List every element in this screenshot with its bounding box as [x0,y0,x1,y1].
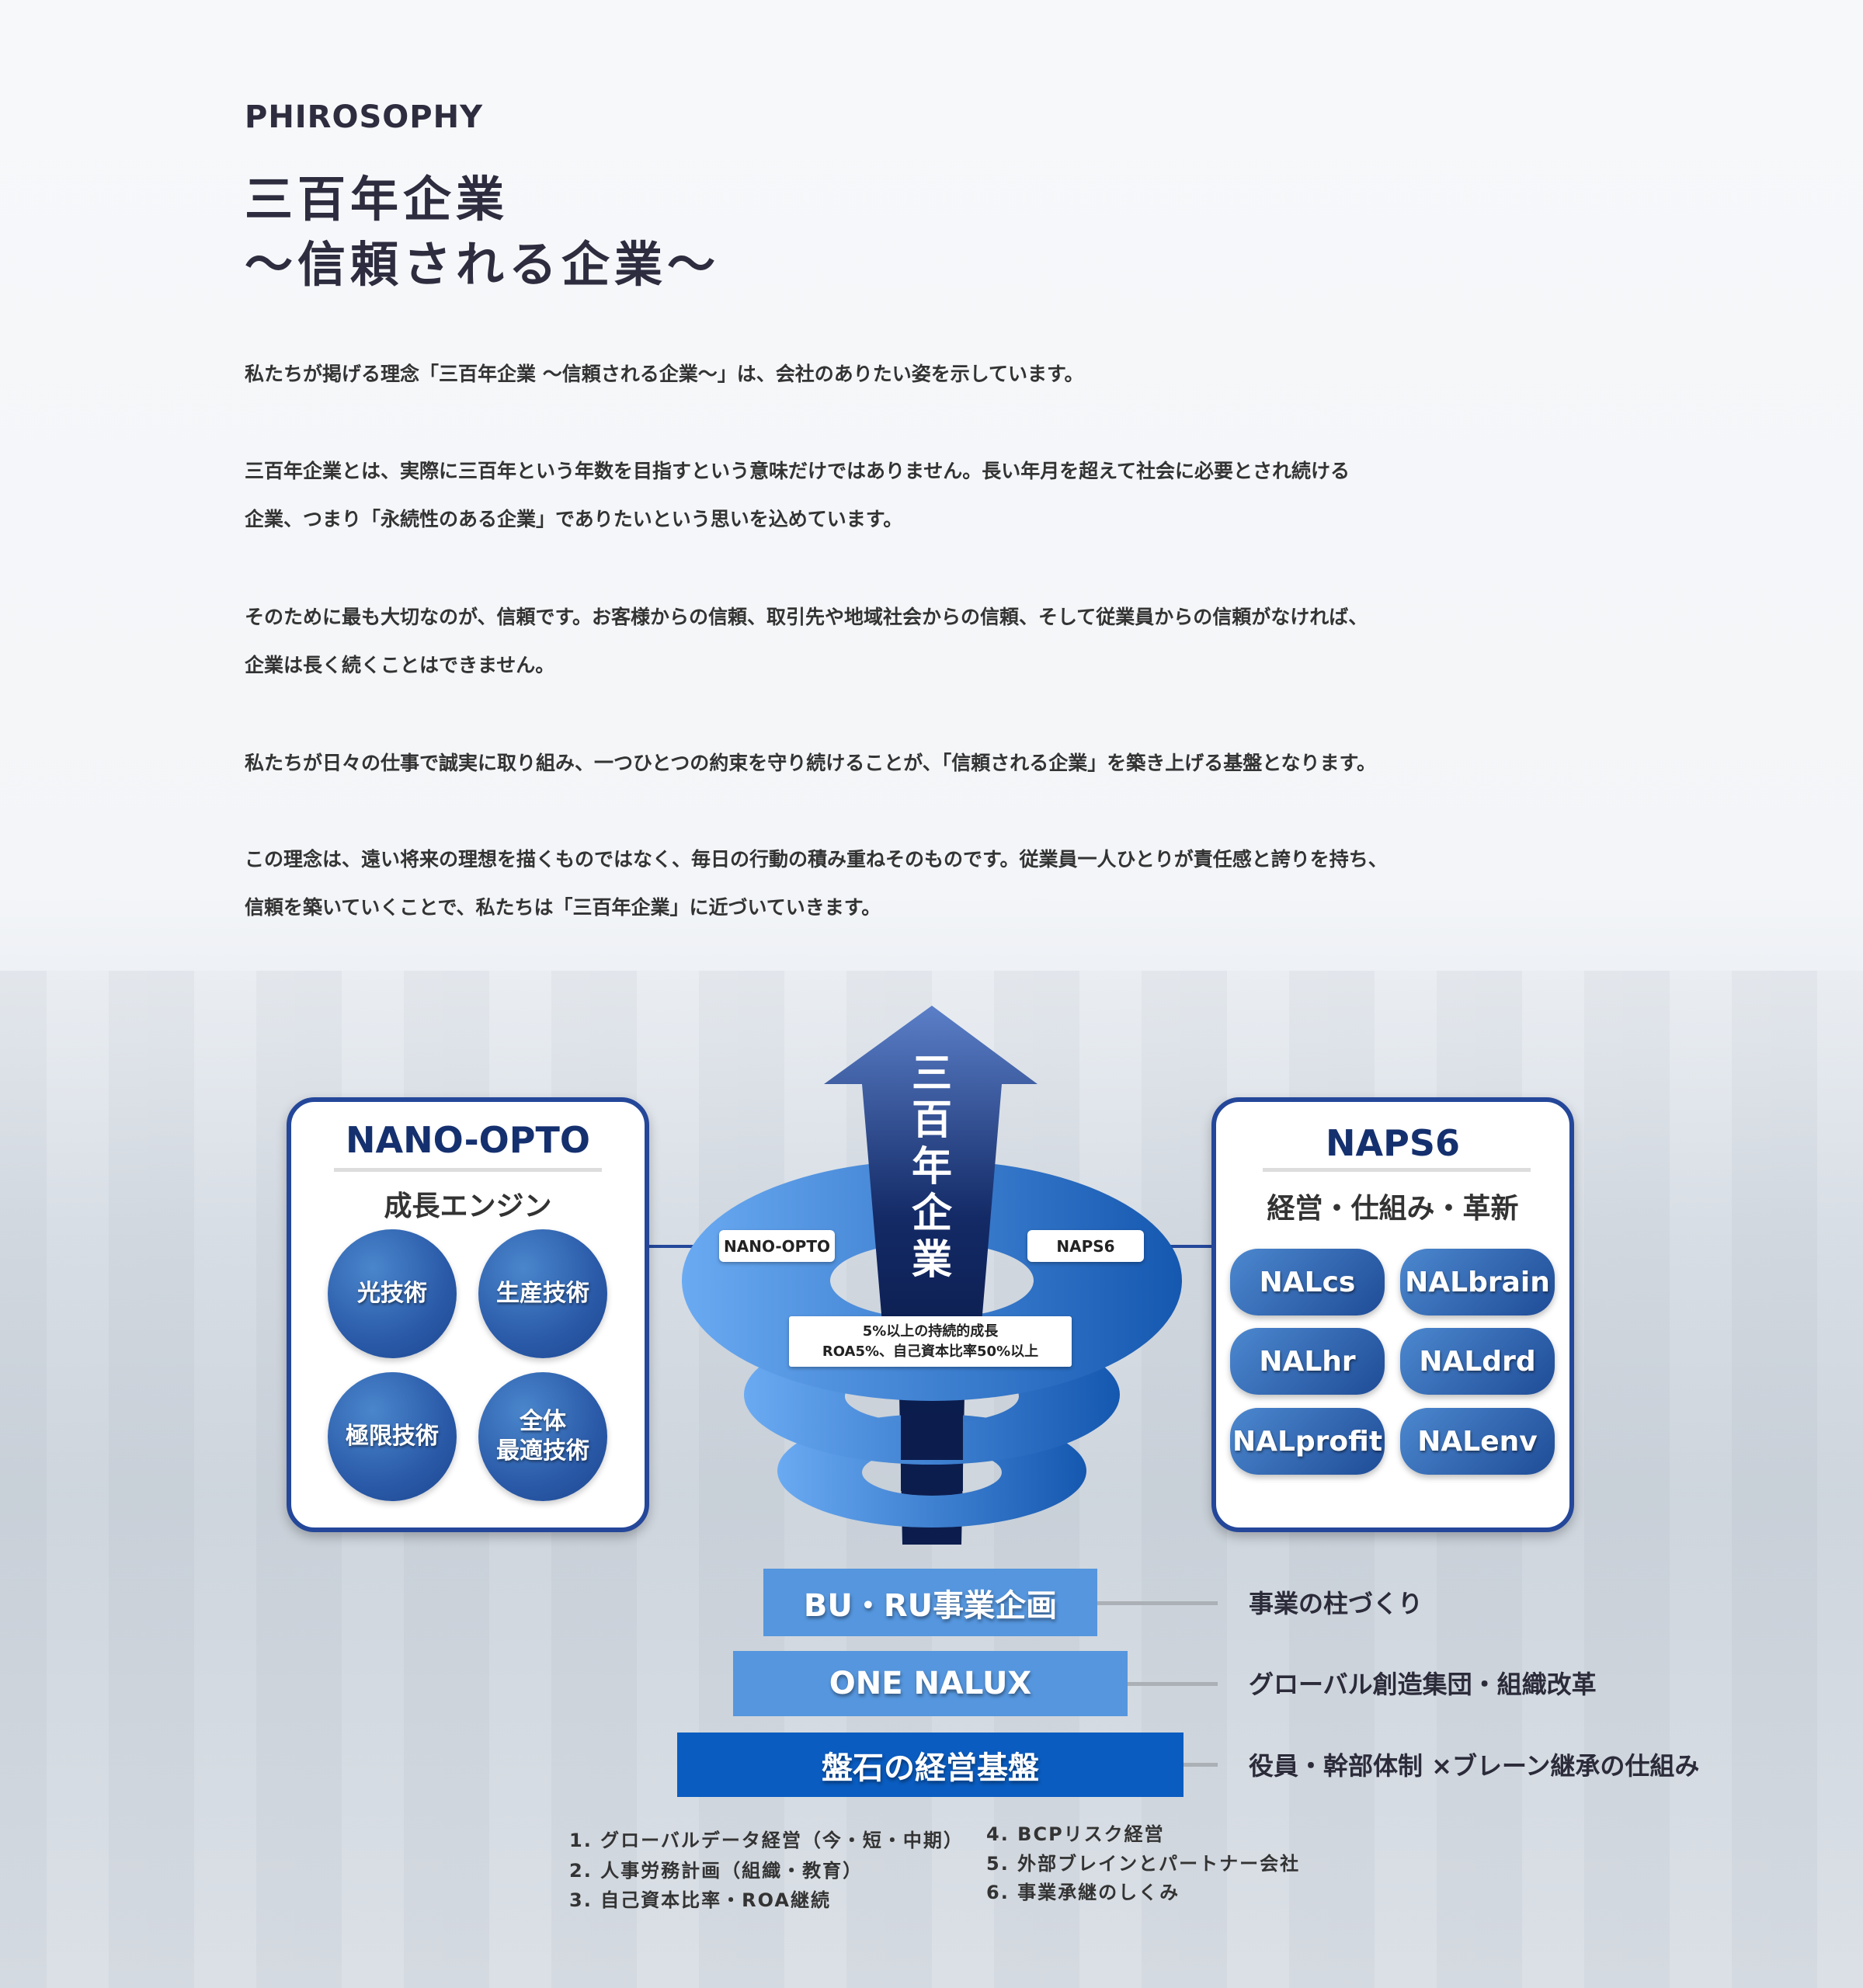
naps-pill: NALbrain [1400,1249,1555,1315]
layer-foundation: 盤石の経営基盤 [677,1733,1183,1797]
list-item: 2. 人事労務計画（組織・教育） [569,1860,864,1882]
left-connector [649,1245,727,1248]
ring-tag-nano-opto: NANO-OPTO [719,1230,835,1262]
line: この理念は、遠い将来の理想を描くものではなく、毎日の行動の積み重ねそのものです。… [245,848,1388,871]
arrow-char: 三 [912,1051,952,1097]
line: 企業は長く続くことはできません。 [245,654,555,676]
paragraph-1: 私たちが掲げる理念「三百年企業 〜信頼される企業〜」は、会社のありたい姿を示して… [245,350,1642,398]
naps6-panel: NAPS6 経営・仕組み・革新 NALcs NALbrain NALhr NAL… [1211,1097,1574,1532]
growth-spiral-graphic: 三 百 年 企 業 [682,1006,1182,1545]
arrow-char: 業 [912,1237,952,1284]
title-line-1: 三百年企業 [245,171,509,228]
growth-target-label: 5%以上の持続的成長 ROA5%、自己資本比率50%以上 [789,1316,1072,1367]
line: 私たちが日々の仕事で誠実に取り組み、一つひとつの約束を守り続けることが、「信頼さ… [245,752,1377,774]
nano-opto-panel: NANO-OPTO 成長エンジン 光技術 生産技術 極限技術 全体 最適技術 [287,1097,649,1532]
list-item: 4. BCPリスク経営 [986,1823,1165,1845]
ring-tag-naps6: NAPS6 [1027,1230,1144,1262]
line: 企業、つまり「永続性のある企業」でありたいという思いを込めています。 [245,508,903,530]
tech-circle: 光技術 [328,1229,457,1358]
layer-description: 役員・幹部体制 ×ブレーン継承の仕組み [1249,1751,1700,1781]
tech-circle: 生産技術 [478,1229,607,1358]
paragraph-3: そのために最も大切なのが、信頼です。お客様からの信頼、取引先や地域社会からの信頼… [245,593,1642,690]
list-item: 5. 外部ブレインとパートナー会社 [986,1853,1301,1875]
list-item: 1. グローバルデータ経営（今・短・中期） [569,1830,964,1851]
line: 私たちが掲げる理念「三百年企業 〜信頼される企業〜」は、会社のありたい姿を示して… [245,363,1084,385]
paragraph-5: この理念は、遠い将来の理想を描くものではなく、毎日の行動の積み重ねそのものです。… [245,836,1642,932]
panel-subtitle: 経営・仕組み・革新 [1267,1193,1519,1225]
target-line-1: 5%以上の持続的成長 [862,1322,999,1340]
list-item: 3. 自己資本比率・ROA継続 [569,1889,831,1911]
naps-pill: NALenv [1400,1408,1555,1475]
list-item: 6. 事業承継のしくみ [986,1882,1180,1903]
panel-title: NANO-OPTO [346,1119,590,1161]
connector-line [1128,1682,1218,1686]
tech-circle: 極限技術 [328,1372,457,1501]
arrow-char: 企 [912,1190,953,1237]
panel-title: NAPS6 [1326,1122,1460,1164]
line: 信頼を築いていくことで、私たちは「三百年企業」に近づいていきます。 [245,896,881,919]
page-title: 三百年企業 〜信頼される企業〜 [245,167,720,297]
naps-pill: NALprofit [1230,1408,1385,1475]
arrow-char: 年 [912,1144,952,1190]
naps-pill: NALcs [1230,1249,1385,1315]
layer-description: 事業の柱づくり [1249,1589,1423,1618]
layer-one-nalux: ONE NALUX [733,1651,1128,1716]
right-connector [1138,1245,1215,1248]
line: 三百年企業とは、実際に三百年という年数を目指すという意味だけではありません。長い… [245,460,1350,482]
target-line-2: ROA5%、自己資本比率50%以上 [822,1343,1039,1360]
layer-bu-ru: BU・RU事業企画 [763,1569,1097,1636]
section-eyebrow: PHIROSOPHY [245,99,484,135]
naps-pill: NALhr [1230,1328,1385,1395]
line: そのために最も大切なのが、信頼です。お客様からの信頼、取引先や地域社会からの信頼… [245,606,1368,628]
connector-line [1097,1601,1218,1605]
arrow-char: 百 [912,1097,952,1144]
layer-description: グローバル創造集団・組織改革 [1249,1670,1597,1699]
tech-circle: 全体 最適技術 [478,1372,607,1501]
paragraph-2: 三百年企業とは、実際に三百年という年数を目指すという意味だけではありません。長い… [245,447,1642,544]
divider [1263,1168,1531,1172]
panel-subtitle: 成長エンジン [384,1190,552,1222]
naps-pill: NALdrd [1400,1328,1555,1395]
paragraph-4: 私たちが日々の仕事で誠実に取り組み、一つひとつの約束を守り続けることが、「信頼さ… [245,739,1642,787]
arrow-up-icon [824,1006,1038,1361]
divider [334,1168,602,1172]
title-line-2: 〜信頼される企業〜 [245,236,721,293]
connector-line [1183,1763,1218,1767]
